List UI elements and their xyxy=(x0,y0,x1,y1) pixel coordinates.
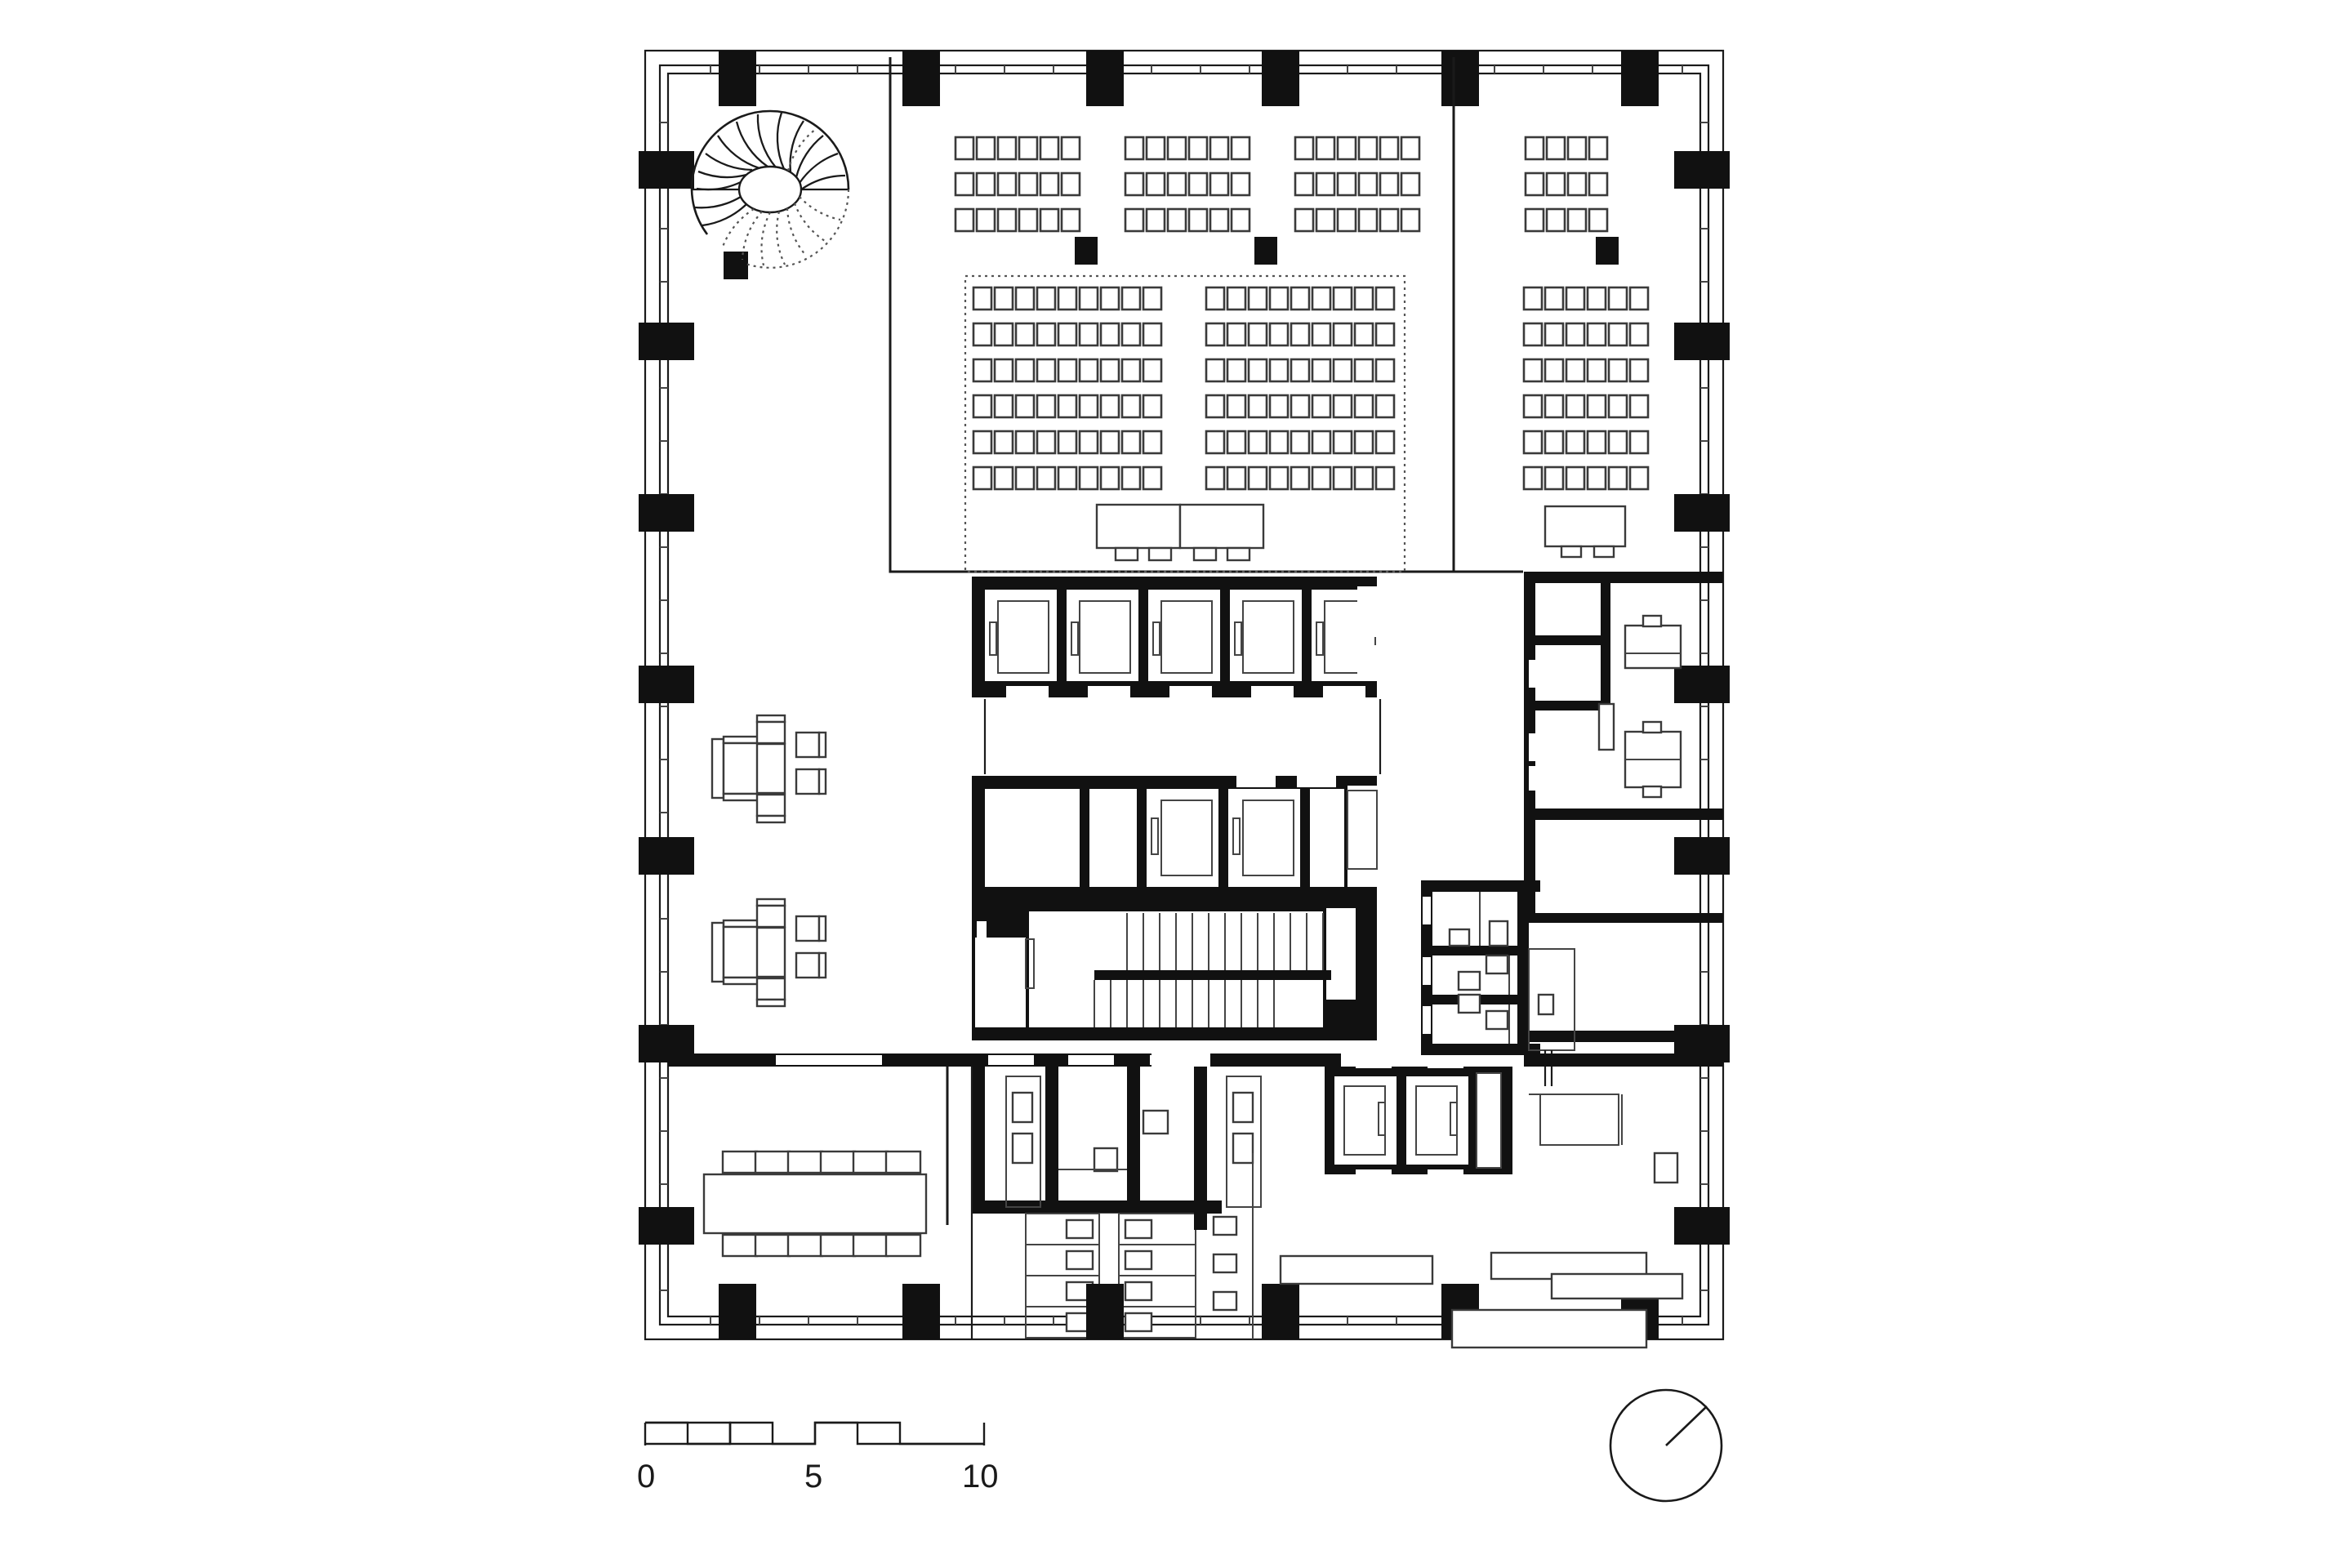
central-stair xyxy=(972,900,1377,1040)
right-wing-rooms xyxy=(1524,572,1723,1042)
office-desk-2 xyxy=(1624,720,1682,799)
left-area-dividers xyxy=(946,1067,973,1339)
podium-right xyxy=(1544,505,1627,559)
scale-tick-10: 10 xyxy=(962,1459,999,1494)
conference-room xyxy=(702,1150,928,1258)
elevator-bank-upper xyxy=(972,577,1383,697)
main-auditorium xyxy=(964,274,1406,573)
conference-chairs-top xyxy=(721,1150,922,1174)
north-arrow xyxy=(1609,1388,1723,1503)
right-corridor-walls xyxy=(1194,1067,1254,1339)
elevator-bank-lower xyxy=(972,776,1378,900)
right-seminar-upper xyxy=(1524,136,1609,233)
scale-tick-0: 0 xyxy=(637,1459,656,1494)
elevator-lobby xyxy=(983,699,1382,774)
graphic-scale-bar xyxy=(644,1421,986,1446)
open-workstations xyxy=(1025,1213,1196,1339)
spiral-stair-icon xyxy=(690,109,850,269)
bottom-right-counters xyxy=(1279,1094,1684,1349)
elevator-bank-bottom xyxy=(1325,1058,1512,1179)
podium-main xyxy=(1095,503,1265,562)
upper-seating-area xyxy=(954,136,1421,233)
interior-columns xyxy=(724,237,1619,279)
office-desk-1 xyxy=(1624,614,1682,670)
lounge-seating-group-1 xyxy=(710,714,827,824)
conference-chairs-bottom xyxy=(721,1233,922,1258)
lounge-seating-group-2 xyxy=(710,898,827,1008)
right-seminar-lower xyxy=(1522,286,1650,559)
restrooms xyxy=(1421,880,1575,1086)
scale-tick-5: 5 xyxy=(804,1459,823,1494)
